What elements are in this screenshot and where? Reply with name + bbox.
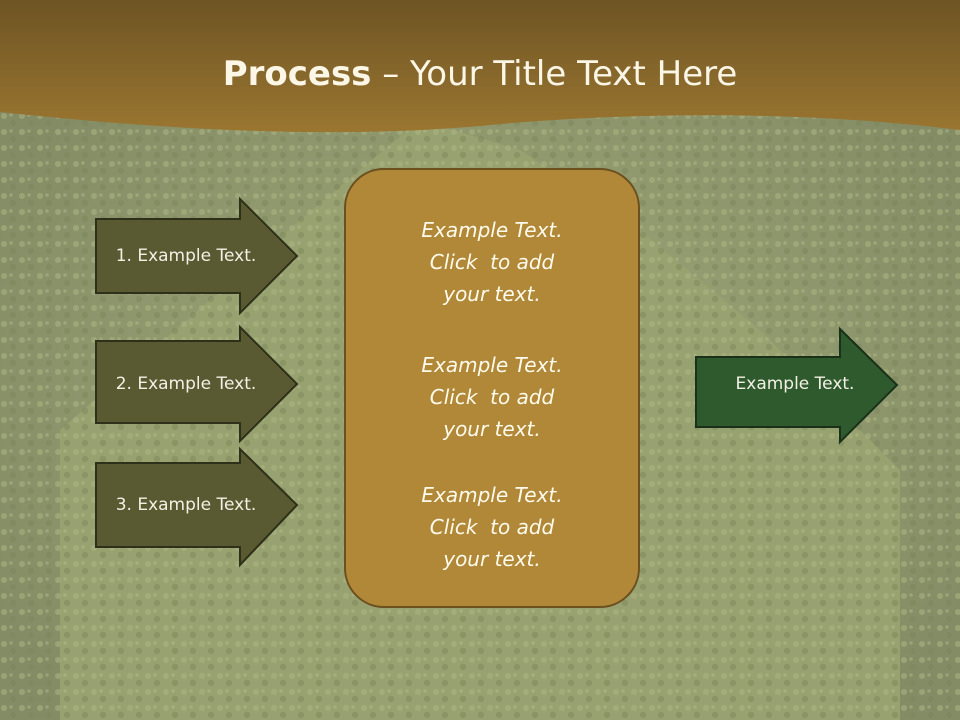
output-label: Example Text. xyxy=(735,374,855,394)
center-text-block-3: Example Text. Click to add your text. xyxy=(346,479,638,575)
center-text-line: Example Text. xyxy=(421,483,563,507)
step-arrow-2[interactable]: 2. Example Text. xyxy=(95,324,300,444)
center-text-block-2: Example Text. Click to add your text. xyxy=(346,349,638,445)
step-label-1: 1. Example Text. xyxy=(115,246,257,266)
step-arrow-1[interactable]: 1. Example Text. xyxy=(95,196,300,316)
center-text-box[interactable]: Example Text. Click to add your text. Ex… xyxy=(344,168,640,608)
output-arrow[interactable]: Example Text. xyxy=(695,326,900,445)
step-arrow-3[interactable]: 3. Example Text. xyxy=(95,446,300,568)
center-text-line: Click to add xyxy=(429,515,555,539)
arrow-right-icon xyxy=(95,324,299,444)
step-label-2: 2. Example Text. xyxy=(115,374,257,394)
slide-title: Process – Your Title Text Here xyxy=(0,52,960,96)
step-label-3: 3. Example Text. xyxy=(115,495,257,515)
center-text-line: your text. xyxy=(443,417,541,441)
arrow-right-icon xyxy=(95,196,299,316)
arrow-right-icon xyxy=(95,446,299,568)
title-rest: – Your Title Text Here xyxy=(371,54,738,94)
center-text-block-1: Example Text. Click to add your text. xyxy=(346,214,638,310)
center-text-line: your text. xyxy=(443,282,541,306)
arrow-right-icon xyxy=(695,326,899,445)
title-banner-shape xyxy=(0,0,960,133)
center-text-line: your text. xyxy=(443,547,541,571)
center-text-line: Example Text. xyxy=(421,353,563,377)
center-text-line: Example Text. xyxy=(421,218,563,242)
title-bold: Process xyxy=(222,54,372,94)
center-text-line: Click to add xyxy=(429,385,555,409)
center-text-line: Click to add xyxy=(429,250,555,274)
